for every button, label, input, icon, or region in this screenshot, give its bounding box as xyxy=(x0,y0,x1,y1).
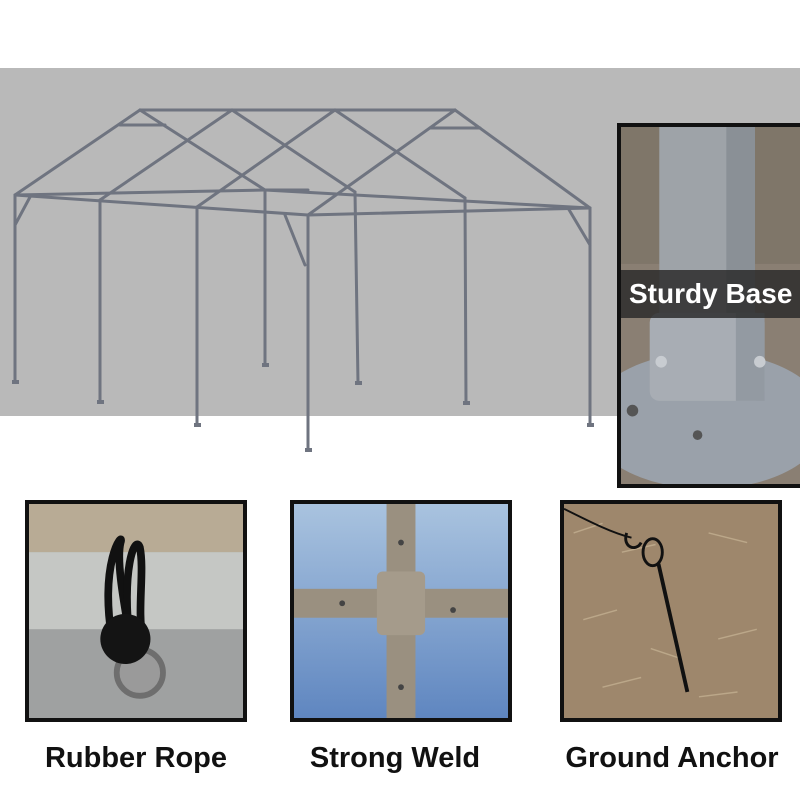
ground-anchor-photo xyxy=(560,500,782,722)
rubber-rope-photo xyxy=(25,500,247,722)
rubber-rope-image xyxy=(29,504,243,718)
ground-anchor-caption: Ground Anchor xyxy=(565,742,779,774)
strong-weld-photo xyxy=(290,500,512,722)
strong-weld-caption: Strong Weld xyxy=(309,742,481,774)
sturdy-base-label: Sturdy Base xyxy=(621,270,800,318)
ground-anchor-image xyxy=(564,504,778,718)
strong-weld-image xyxy=(294,504,508,718)
carport-frame-illustration xyxy=(12,108,594,452)
rubber-rope-caption: Rubber Rope xyxy=(44,742,228,774)
sturdy-base-photo: Sturdy Base xyxy=(617,123,800,488)
